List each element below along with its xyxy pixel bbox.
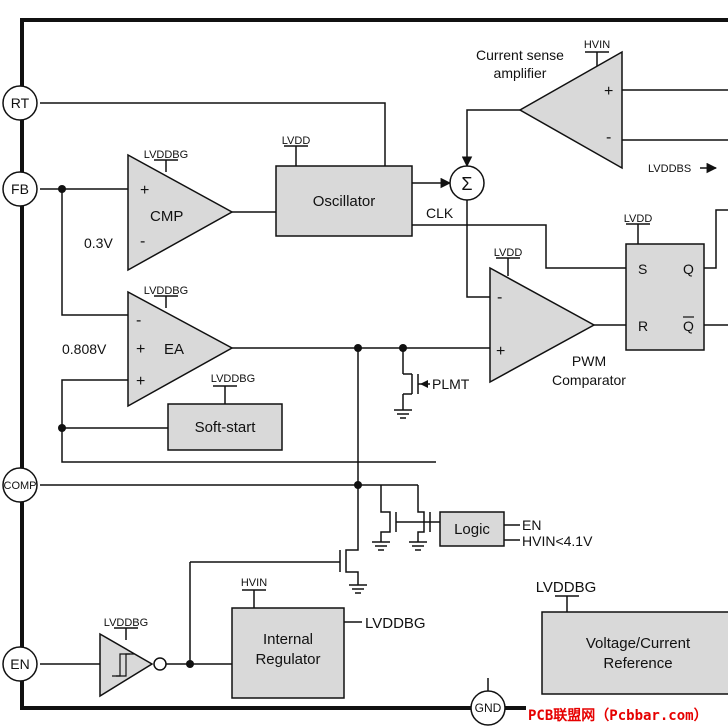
cmp-comparator: + - CMP bbox=[127, 153, 234, 272]
pwm-comparator: - + bbox=[489, 266, 596, 384]
pin-gnd: GND bbox=[470, 690, 506, 726]
logic-ground-icon-1 bbox=[372, 541, 390, 551]
ea-plus-sign-1: + bbox=[136, 341, 145, 358]
pin-rt-label: RT bbox=[11, 95, 30, 111]
pwm-label-line1: PWM bbox=[572, 353, 606, 369]
schmitt-buffer bbox=[99, 632, 167, 698]
pwm-plus-sign: + bbox=[496, 343, 505, 360]
cmp-minus-sign: - bbox=[140, 233, 145, 250]
wires bbox=[40, 51, 728, 692]
pin-fb: FB bbox=[2, 171, 38, 207]
pwm-supply-label: LVDD bbox=[494, 247, 523, 259]
regulator-label-line2: Regulator bbox=[255, 651, 320, 668]
ea-amplifier: - + + EA bbox=[127, 290, 234, 408]
lvddbs-label: LVDDBS bbox=[648, 163, 691, 175]
plmt-label: PLMT bbox=[432, 376, 470, 392]
pwm-label-line2: Comparator bbox=[552, 372, 626, 388]
watermark-backdrop bbox=[526, 703, 728, 725]
csa-label-line2: amplifier bbox=[494, 65, 547, 81]
ea-label: EA bbox=[164, 341, 184, 358]
logic-block: Logic bbox=[439, 511, 505, 547]
ea-minus-sign: - bbox=[136, 312, 141, 329]
sr-flipflop: S R Q Q bbox=[625, 243, 705, 351]
junctions bbox=[58, 185, 407, 668]
cmp-supply-label: LVDDBG bbox=[144, 149, 188, 161]
csa-label-line1: Current sense bbox=[476, 47, 564, 63]
ea-plus-sign-2: + bbox=[136, 373, 145, 390]
ff-q-label: Q bbox=[683, 261, 694, 277]
soft-start-label: Soft-start bbox=[195, 419, 257, 436]
pin-fb-label: FB bbox=[11, 181, 29, 197]
regulator-supply-label: HVIN bbox=[241, 577, 267, 589]
pwm-minus-sign: - bbox=[497, 289, 502, 306]
watermark-text: PCB联盟网（Pcbbar.com） bbox=[528, 708, 708, 724]
csa-supply-label: HVIN bbox=[584, 39, 610, 51]
oscillator-block: Oscillator bbox=[275, 165, 413, 237]
pin-comp: COMP bbox=[2, 467, 38, 503]
ground-symbols bbox=[349, 409, 427, 594]
pin-comp-label: COMP bbox=[4, 480, 37, 492]
internal-regulator-block: Internal Regulator bbox=[231, 607, 345, 699]
csa-minus-sign: - bbox=[606, 129, 611, 146]
sum-icon: Σ bbox=[461, 174, 472, 194]
ff-supply-label: LVDD bbox=[624, 213, 653, 225]
pin-en-label: EN bbox=[10, 656, 29, 672]
regulator-ground-icon bbox=[349, 584, 367, 594]
soft-start-block: Soft-start bbox=[167, 403, 283, 451]
pin-rt: RT bbox=[2, 85, 38, 121]
reference-supply-label: LVDDBG bbox=[536, 579, 597, 596]
logic-uvlo-label: HVIN<4.1V bbox=[522, 533, 593, 549]
ff-r-label: R bbox=[638, 318, 648, 334]
csa-plus-sign: + bbox=[604, 83, 613, 100]
schmitt-supply-label: LVDDBG bbox=[104, 617, 148, 629]
plmt-ground-icon bbox=[394, 409, 412, 419]
oscillator-label: Oscillator bbox=[313, 193, 376, 210]
regulator-label-line1: Internal bbox=[263, 631, 313, 648]
chip-outline bbox=[20, 18, 728, 710]
clk-label: CLK bbox=[426, 205, 454, 221]
cmp-label: CMP bbox=[150, 208, 183, 225]
ff-qbar-label: Q bbox=[683, 318, 694, 334]
current-sense-amplifier: + - bbox=[518, 50, 623, 170]
plmt-arrow-icon bbox=[420, 380, 428, 388]
regulator-output-label: LVDDBG bbox=[365, 615, 426, 632]
ea-ref-label: 0.808V bbox=[62, 341, 107, 357]
cmp-ref-label: 0.3V bbox=[84, 235, 113, 251]
voltage-reference-block: Voltage/Current Reference bbox=[541, 611, 728, 695]
logic-en-label: EN bbox=[522, 517, 541, 533]
summing-node: Σ bbox=[449, 165, 485, 201]
logic-ground-icon-2 bbox=[409, 541, 427, 551]
cmp-plus-sign: + bbox=[140, 182, 149, 199]
logic-label: Logic bbox=[454, 521, 490, 538]
pin-en: EN bbox=[2, 646, 38, 682]
ff-s-label: S bbox=[638, 261, 647, 277]
ea-supply-label: LVDDBG bbox=[144, 285, 188, 297]
pin-gnd-label: GND bbox=[475, 701, 502, 715]
oscillator-supply-label: LVDD bbox=[282, 135, 311, 147]
soft-start-supply-label: LVDDBG bbox=[211, 373, 255, 385]
reference-label-line1: Voltage/Current bbox=[586, 635, 691, 652]
reference-label-line2: Reference bbox=[603, 655, 672, 672]
